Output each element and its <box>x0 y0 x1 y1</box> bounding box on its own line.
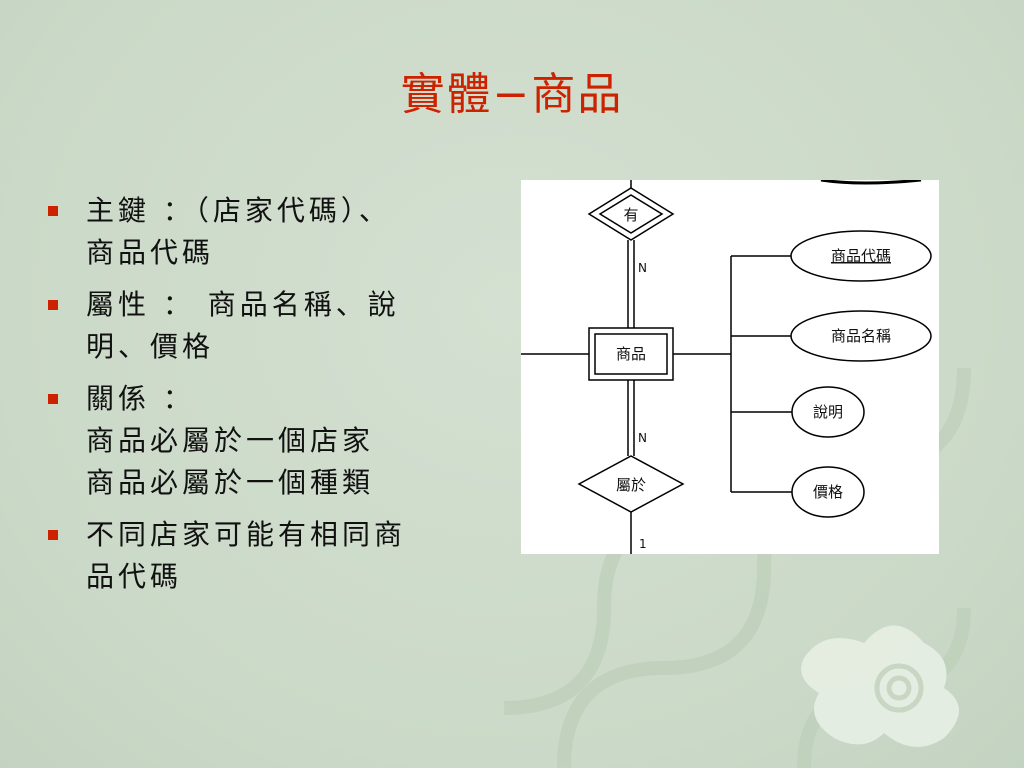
relationship-bottom-label: 屬於 <box>616 476 646 494</box>
square-bullet-icon <box>48 530 58 540</box>
attribute-label: 說明 <box>813 403 843 421</box>
bullet-list: 主鍵 ：（店家代碼）、 商品代碼 屬性 ： 商品名稱、說 明、價格 關係 ： 商… <box>40 190 490 608</box>
entity-product: 商品 <box>588 327 674 381</box>
square-bullet-icon <box>48 394 58 404</box>
entity-label: 商品 <box>616 345 646 363</box>
attribute-label: 價格 <box>813 483 843 501</box>
cardinality-top: N <box>638 261 647 275</box>
cardinality-bottom-end: 1 <box>639 537 647 551</box>
bullet-text-line: 商品代碼 <box>86 236 215 269</box>
relationship-bottom: 屬於 <box>577 455 685 513</box>
relationship-top: 有 <box>587 180 675 241</box>
bullet-item-relationships: 關係 ： 商品必屬於一個店家 商品必屬於一個種類 <box>40 378 490 504</box>
bullet-text-line: 品代碼 <box>86 560 183 593</box>
bullet-item-attributes: 屬性 ： 商品名稱、說 明、價格 <box>40 284 490 368</box>
bullet-text-line: 主鍵 ：（店家代碼）、 <box>86 194 391 227</box>
attribute-description: 說明 <box>791 386 865 438</box>
bullet-text-line: 屬性 ： 商品名稱、說 <box>86 288 400 321</box>
relationship-top-label: 有 <box>623 206 638 224</box>
bullet-item-primary-key: 主鍵 ：（店家代碼）、 商品代碼 <box>40 190 490 274</box>
slide-title: 實體−商品 <box>400 69 624 120</box>
bullet-text-line: 商品必屬於一個店家 <box>86 424 375 457</box>
attribute-product-code: 商品代碼 <box>790 230 932 282</box>
square-bullet-icon <box>48 300 58 310</box>
bullet-text-line: 關係 ： <box>86 382 195 415</box>
attribute-label: 商品名稱 <box>831 327 891 345</box>
bullet-text-line: 不同店家可能有相同商 <box>86 518 407 551</box>
square-bullet-icon <box>48 206 58 216</box>
attribute-price: 價格 <box>791 466 865 518</box>
attribute-product-name: 商品名稱 <box>790 310 932 362</box>
cardinality-bottom: N <box>638 431 647 445</box>
partial-entity-edge <box>820 180 922 185</box>
er-diagram: 有 N 商品 商品代碼 商品名稱 說明 <box>521 180 939 554</box>
attribute-label: 商品代碼 <box>831 247 891 265</box>
bullet-item-note: 不同店家可能有相同商 品代碼 <box>40 514 490 598</box>
bullet-text-line: 明、價格 <box>86 330 215 363</box>
bullet-text-line: 商品必屬於一個種類 <box>86 466 375 499</box>
